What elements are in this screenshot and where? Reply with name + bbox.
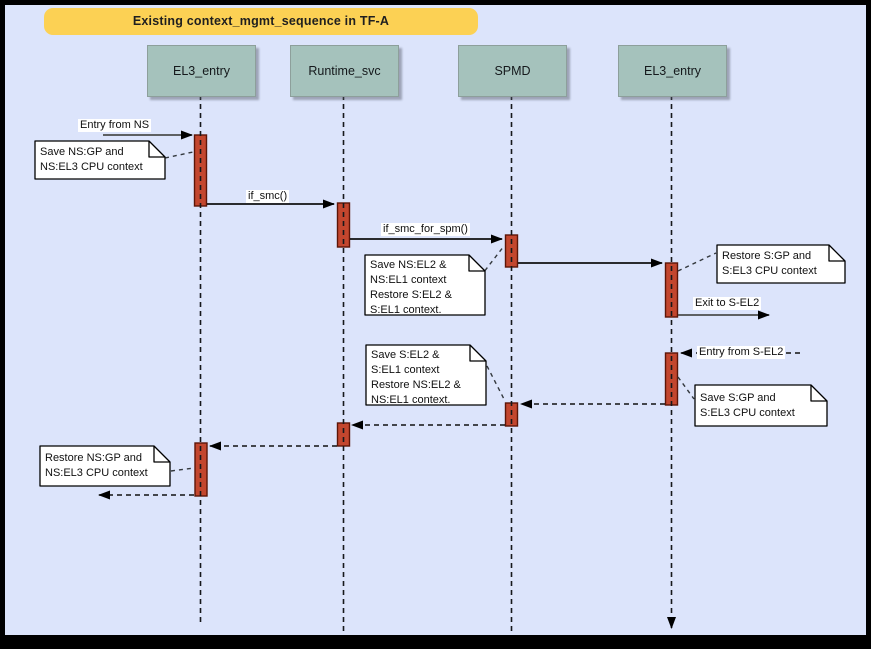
activation-runtimesvc-b	[336, 422, 351, 447]
connector-note-save-s-gp	[677, 376, 695, 400]
diagram-canvas	[5, 5, 866, 635]
note-text-restore-ns-gp: Restore NS:GP and NS:EL3 CPU context	[45, 452, 148, 479]
connector-note-restore-s-gp	[677, 252, 717, 272]
message-label-entry-from-ns: Entry from NS	[78, 119, 152, 132]
connector-note-save-ns-gp	[164, 151, 194, 159]
note-shape-restore-ns-gp	[39, 445, 171, 487]
note-shape-save-s-gp	[694, 384, 828, 427]
lifeline-header-el3entry1: EL3_entry	[147, 45, 256, 97]
note-text-save-ns-el2: Save NS:EL2 & NS:EL1 context Restore S:E…	[370, 259, 452, 316]
note-shape-save-ns-el2	[364, 254, 486, 316]
note-text-save-s-el2: Save S:EL2 & S:EL1 context Restore NS:EL…	[371, 349, 461, 406]
lifeline-header-label: EL3_entry	[173, 64, 230, 78]
activation-el3entry2-a	[664, 262, 679, 318]
note-shape-restore-s-gp	[716, 244, 846, 284]
connector-note-save-ns-el2	[479, 245, 505, 278]
note-shape-save-ns-gp	[34, 140, 166, 180]
note-text-save-ns-gp: Save NS:GP and NS:EL3 CPU context	[40, 146, 143, 173]
lifeline-header-label: EL3_entry	[644, 64, 701, 78]
lifeline-header-el3entry2: EL3_entry	[618, 45, 727, 97]
message-label-exit-to-s-el2: Exit to S-EL2	[693, 297, 762, 310]
note-text-restore-s-gp: Restore S:GP and S:EL3 CPU context	[722, 250, 817, 277]
message-label-entry-from-s-el2: Entry from S-EL2	[697, 346, 786, 359]
lifeline-header-label: SPMD	[494, 64, 531, 78]
message-label-if-smc: if_smc()	[246, 190, 290, 203]
diagram-title: Existing context_mgmt_sequence in TF-A	[44, 8, 478, 35]
lifeline-header-runtimesvc: Runtime_svc	[290, 45, 399, 97]
note-text-save-s-gp: Save S:GP and S:EL3 CPU context	[700, 392, 795, 419]
note-shape-save-s-el2	[365, 344, 487, 406]
connector-note-restore-ns-gp	[170, 467, 195, 472]
lifeline-header-spmd: SPMD	[458, 45, 567, 97]
message-label-if-smc-for-spm: if_smc_for_spm()	[381, 223, 470, 236]
connector-note-save-s-el2	[486, 365, 506, 402]
lifeline-header-label: Runtime_svc	[308, 64, 381, 78]
